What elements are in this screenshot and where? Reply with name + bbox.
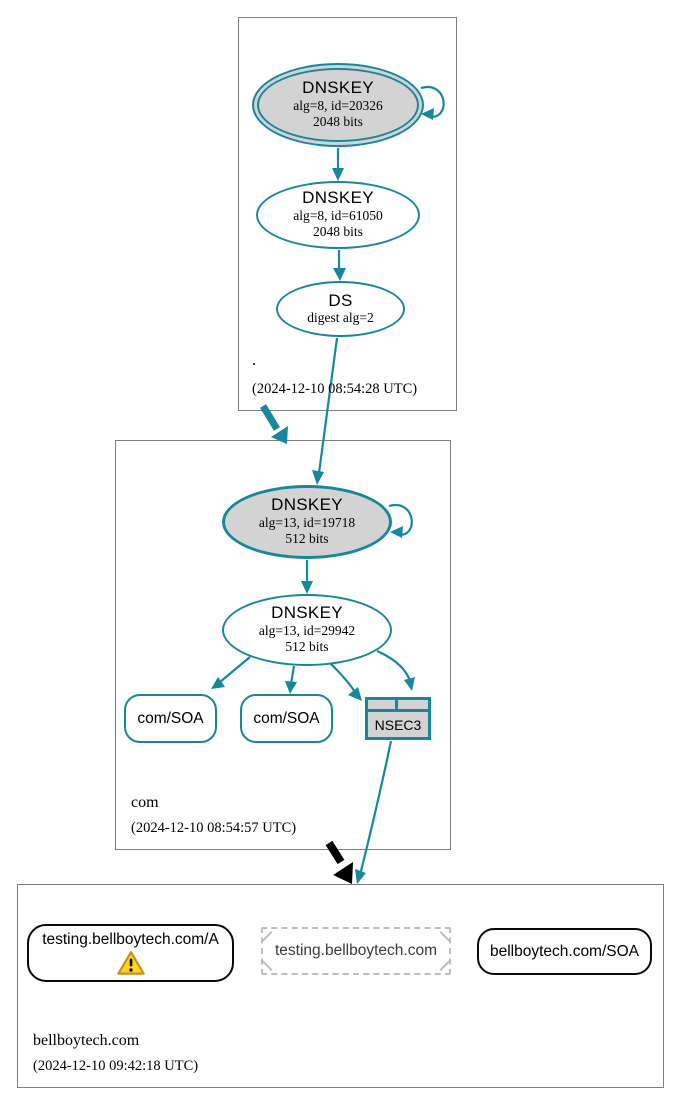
node-label: testing.bellboytech.com/A — [42, 930, 219, 948]
com-nsec3-node[interactable]: NSEC3 — [365, 697, 431, 740]
node-detail: alg=13, id=19718 — [258, 515, 356, 531]
node-label: testing.bellboytech.com — [275, 942, 437, 959]
testing-bellboytech-a-rrset-node[interactable]: testing.bellboytech.com/A — [27, 924, 234, 982]
node-title: DNSKEY — [302, 78, 374, 98]
com-zone-timestamp: (2024-12-10 08:54:57 UTC) — [131, 820, 297, 836]
com-ksk-dnskey-node[interactable]: DNSKEY alg=13, id=19718 512 bits — [222, 485, 392, 559]
corner-diagonal — [439, 930, 452, 944]
node-title: DS — [328, 290, 353, 310]
root-zone-timestamp: (2024-12-10 08:54:28 UTC) — [252, 381, 418, 397]
bellboytech-soa-node[interactable]: bellboytech.com/SOA — [477, 928, 652, 975]
nsec3-cell — [368, 700, 395, 709]
nsec3-cell — [397, 700, 428, 709]
node-label: com/SOA — [253, 709, 320, 727]
node-detail: 512 bits — [285, 639, 329, 655]
bellboytech-zone-timestamp: (2024-12-10 09:42:18 UTC) — [33, 1058, 199, 1074]
node-detail: alg=13, id=29942 — [258, 623, 356, 639]
node-detail: 512 bits — [285, 531, 329, 547]
com-zsk-dnskey-node[interactable]: DNSKEY alg=13, id=29942 512 bits — [222, 594, 392, 666]
bellboytech-zone-label: bellboytech.com — [33, 1032, 140, 1049]
zone-box-root — [238, 17, 457, 411]
root-zone-label: . — [252, 352, 256, 369]
node-detail: digest alg=2 — [307, 310, 374, 326]
node-title: DNSKEY — [271, 603, 343, 623]
root-zsk-dnskey-node[interactable]: DNSKEY alg=8, id=61050 2048 bits — [256, 181, 420, 249]
node-detail: 2048 bits — [313, 114, 363, 130]
testing-bellboytech-nonexistent-node[interactable]: testing.bellboytech.com — [260, 927, 452, 975]
node-title: DNSKEY — [302, 188, 374, 208]
node-label: bellboytech.com/SOA — [489, 942, 640, 960]
com-zone-label: com — [131, 794, 159, 811]
corner-diagonal — [260, 958, 273, 972]
node-detail: 2048 bits — [313, 224, 363, 240]
zone-box-bellboytech — [17, 884, 664, 1088]
root-ds-node[interactable]: DS digest alg=2 — [276, 281, 405, 337]
com-soa-node-left[interactable]: com/SOA — [124, 694, 217, 743]
node-label: com/SOA — [137, 709, 204, 727]
corner-diagonal — [260, 930, 273, 944]
edge-root-delegation-arrow — [260, 404, 288, 444]
com-soa-node-right[interactable]: com/SOA — [240, 694, 333, 743]
node-detail: alg=8, id=61050 — [293, 208, 383, 224]
node-detail: alg=8, id=20326 — [293, 98, 383, 114]
corner-diagonal — [439, 958, 452, 972]
node-label: NSEC3 — [368, 712, 428, 737]
node-title: DNSKEY — [271, 495, 343, 515]
root-ksk-dnskey-node[interactable]: DNSKEY alg=8, id=20326 2048 bits — [252, 63, 424, 147]
warning-icon — [116, 950, 145, 975]
